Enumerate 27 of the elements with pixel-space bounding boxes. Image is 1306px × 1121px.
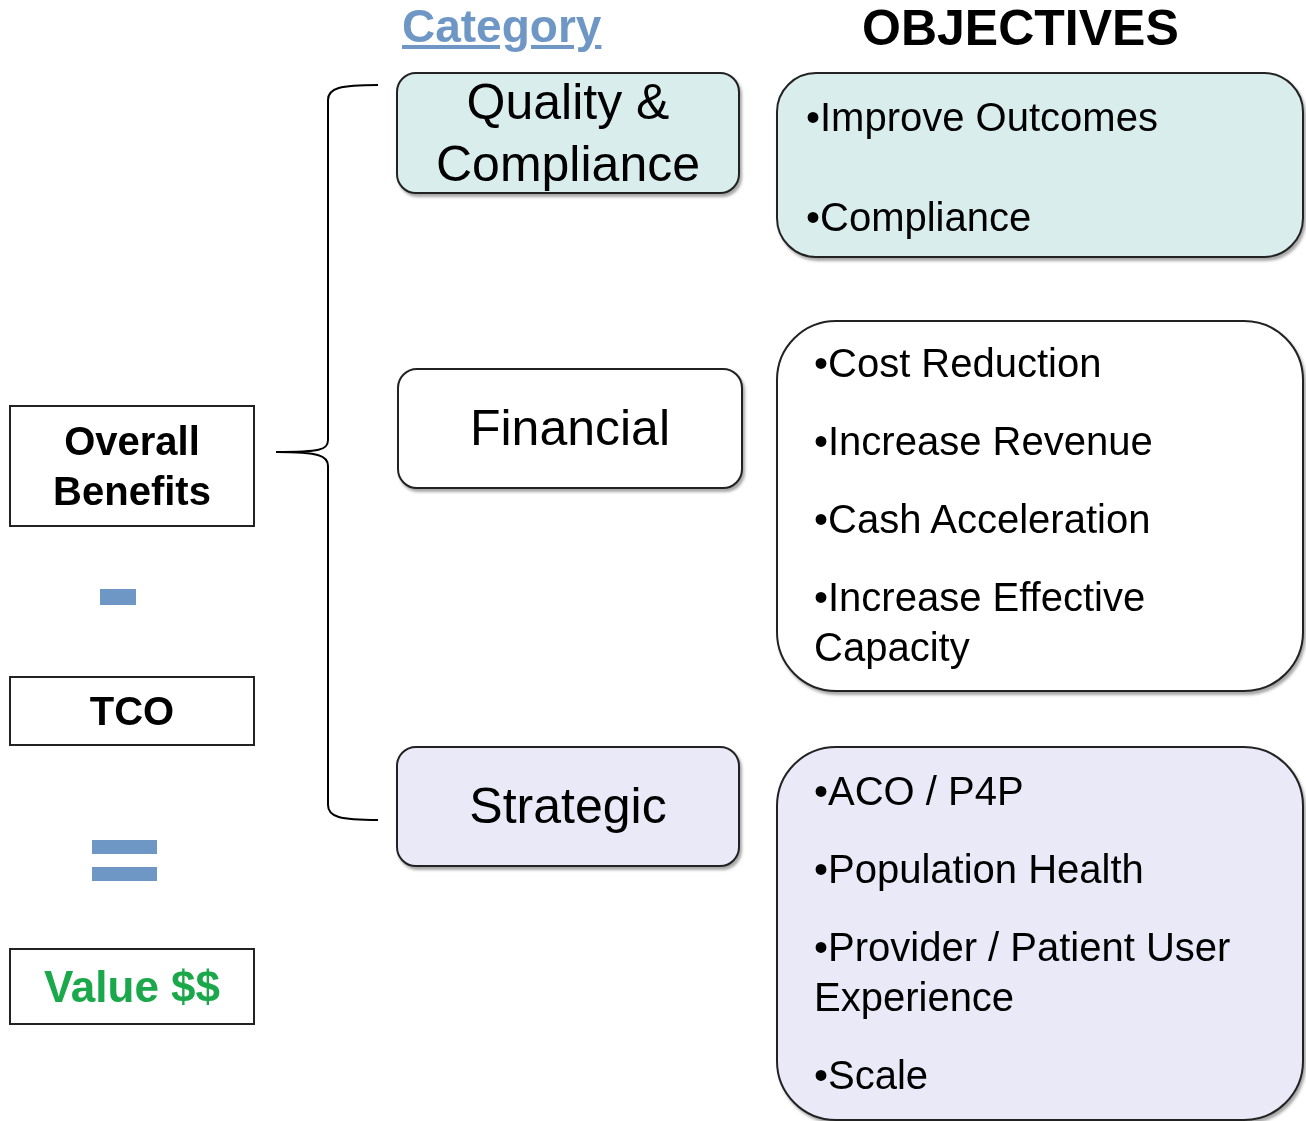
category-label: Strategic <box>469 777 667 837</box>
bullet-item: •Increase Revenue <box>814 418 1153 465</box>
bullet-item: •Population Health <box>814 846 1144 893</box>
result-box <box>9 405 255 527</box>
column-heading: Category <box>402 0 602 53</box>
box-label: Overall Benefits <box>52 418 212 515</box>
bullet-item: •Improve Outcomes <box>806 94 1158 141</box>
bullet-item: •ACO / P4P <box>814 768 1024 815</box>
bullet-item: •Scale <box>814 1052 929 1099</box>
category-label: Quality & Compliance <box>435 72 701 194</box>
bullet-item: •Compliance <box>806 194 1032 241</box>
category-box <box>396 72 740 194</box>
column-heading: OBJECTIVES <box>862 0 1179 58</box>
result-box <box>9 676 255 746</box>
box-label: Value $$ <box>43 961 221 1013</box>
category-box <box>396 746 740 867</box>
objectives-box <box>776 746 1304 1121</box>
category-label: Financial <box>469 399 671 459</box>
bullet-item: •Cost Reduction <box>814 340 1102 387</box>
category-box <box>397 368 743 489</box>
objectives-box <box>776 72 1304 258</box>
bullet-item: •Increase Effective Capacity <box>814 574 1147 671</box>
box-label: TCO <box>89 688 175 735</box>
objectives-box <box>776 320 1304 692</box>
result-box <box>9 948 255 1025</box>
bullet-item: •Provider / Patient User Experience <box>814 924 1232 1021</box>
bullet-item: •Cash Acceleration <box>814 496 1151 543</box>
